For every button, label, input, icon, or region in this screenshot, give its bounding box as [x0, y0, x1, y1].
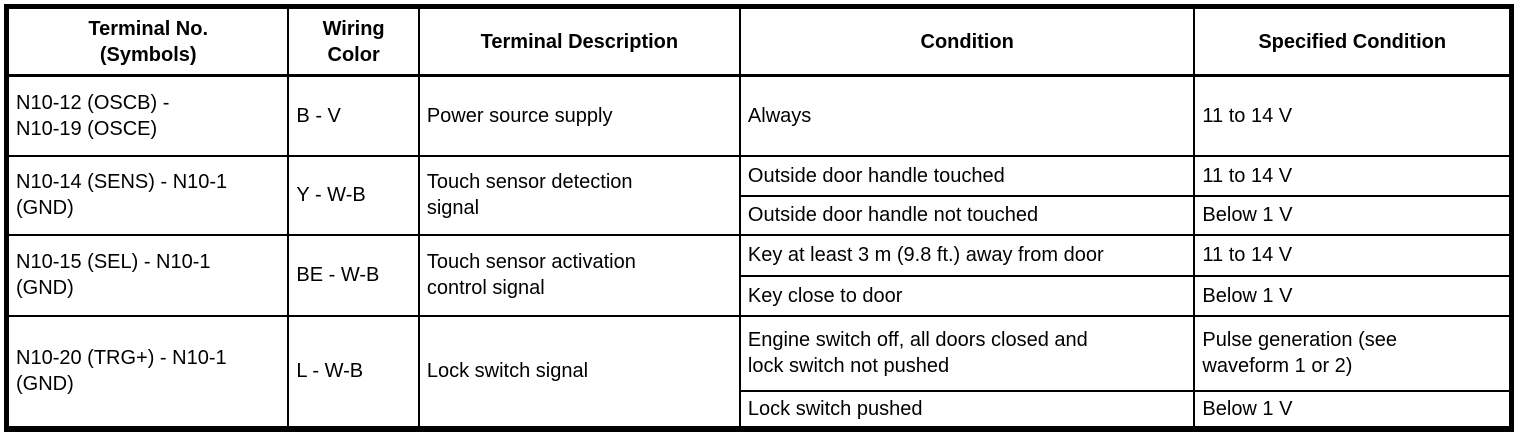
table-header-row: Terminal No. (Symbols) Wiring Color Term… — [5, 5, 1513, 77]
table-subrow: Key close to door Below 1 V — [7, 274, 1513, 317]
header-wiring-color: Wiring Color — [287, 5, 420, 77]
condition-cell: Outside door handle not touched — [738, 194, 1196, 236]
specified-condition-cell: Below 1 V — [1193, 389, 1513, 430]
description-cell: Power source supply — [417, 74, 741, 157]
table-row: N10-20 (TRG+) - N10-1 (GND) L - W-B Lock… — [5, 314, 1513, 430]
terminal-cell: N10-15 (SEL) - N10-1 (GND) — [5, 233, 290, 317]
terminal-cell: N10-20 (TRG+) - N10-1 (GND) — [5, 314, 290, 430]
condition-cell: Lock switch pushed — [738, 389, 1196, 430]
header-specified-condition: Specified Condition — [1193, 5, 1513, 77]
header-terminal-description: Terminal Description — [417, 5, 741, 77]
wiring-color-cell: BE - W-B — [287, 233, 420, 317]
condition-cell: Key close to door — [738, 274, 1196, 317]
specified-condition-cell: Pulse generation (see waveform 1 or 2) — [1193, 314, 1513, 392]
table-row: N10-15 (SEL) - N10-1 (GND) BE - W-B Touc… — [5, 233, 1513, 317]
table-subrow: Lock switch pushed Below 1 V — [7, 389, 1513, 430]
description-cell: Touch sensor activation control signal — [417, 233, 741, 317]
terminal-cell: N10-14 (SENS) - N10-1 (GND) — [5, 154, 290, 236]
wiring-color-cell: L - W-B — [287, 314, 420, 430]
header-condition: Condition — [738, 5, 1196, 77]
table-row: N10-14 (SENS) - N10-1 (GND) Y - W-B Touc… — [5, 154, 1513, 236]
specified-condition-cell: 11 to 14 V — [1193, 233, 1513, 277]
description-cell: Lock switch signal — [417, 314, 741, 430]
condition-cell: Always — [738, 74, 1196, 157]
condition-cell: Key at least 3 m (9.8 ft.) away from doo… — [738, 233, 1196, 277]
table-row: N10-12 (OSCB) - N10-19 (OSCE) B - V Powe… — [5, 74, 1513, 157]
condition-cell: Outside door handle touched — [738, 154, 1196, 197]
table-subrow: Outside door handle not touched Below 1 … — [7, 194, 1513, 236]
description-cell: Touch sensor detection signal — [417, 154, 741, 236]
wiring-color-cell: Y - W-B — [287, 154, 420, 236]
condition-cell: Engine switch off, all doors closed and … — [738, 314, 1196, 392]
header-terminal-no: Terminal No. (Symbols) — [5, 5, 290, 77]
terminal-spec-table: Terminal No. (Symbols) Wiring Color Term… — [4, 4, 1514, 432]
specified-condition-cell: 11 to 14 V — [1193, 74, 1513, 157]
terminal-cell: N10-12 (OSCB) - N10-19 (OSCE) — [5, 74, 290, 157]
specified-condition-cell: Below 1 V — [1193, 194, 1513, 236]
specified-condition-cell: 11 to 14 V — [1193, 154, 1513, 197]
specified-condition-cell: Below 1 V — [1193, 274, 1513, 317]
wiring-color-cell: B - V — [287, 74, 420, 157]
